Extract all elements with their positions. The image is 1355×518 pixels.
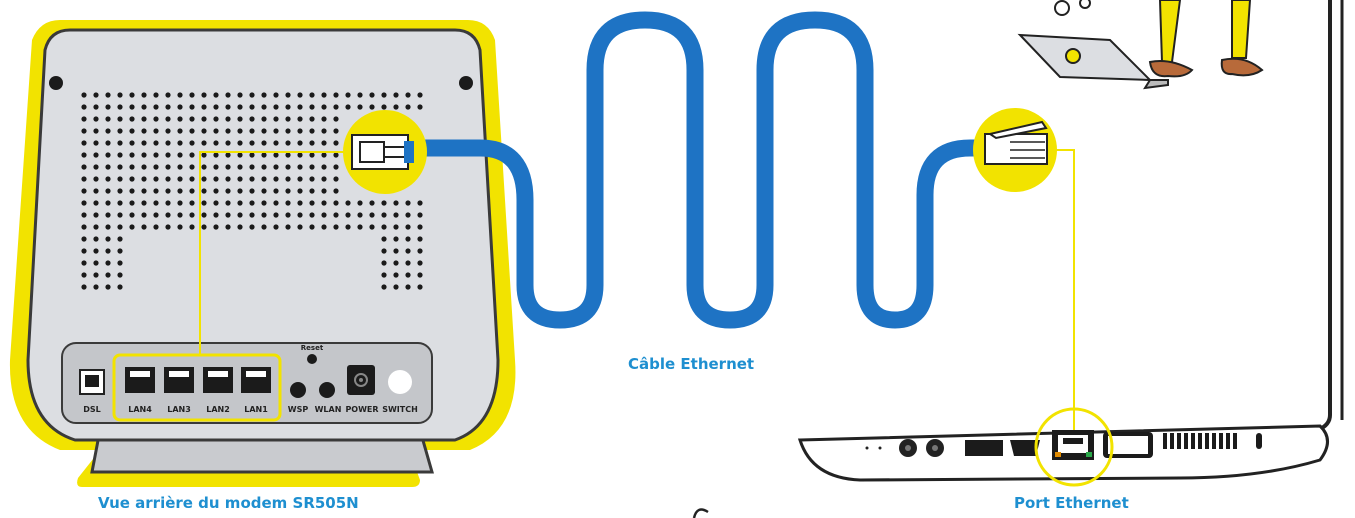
lan-highlight-box (112, 353, 282, 422)
label-wlan: WLAN (315, 405, 342, 414)
label-power: POWER (345, 405, 378, 414)
screw-hole-left (49, 76, 63, 90)
rj45-plug-icon (343, 110, 427, 194)
label-reset: Reset (301, 344, 324, 352)
lan2-port[interactable] (203, 367, 233, 393)
person-legs-icon (1017, 0, 1264, 90)
leader-line-laptop (1055, 149, 1075, 430)
label-lan1: LAN1 (244, 405, 268, 414)
rj45-plug-laptop-icon (973, 108, 1057, 192)
label-lan4: LAN4 (128, 405, 152, 414)
ethernet-cable (420, 11, 990, 329)
wlan-button[interactable] (319, 382, 335, 398)
lan1-port[interactable] (241, 367, 271, 393)
lan3-port[interactable] (164, 367, 194, 393)
dsl-port[interactable] (79, 369, 105, 395)
power-switch[interactable] (388, 370, 412, 394)
label-lan3: LAN3 (167, 405, 191, 414)
ethernet-port-icon[interactable] (1034, 407, 1114, 487)
caption-ethernet-port: Port Ethernet (1014, 494, 1129, 512)
label-switch: SWITCH (382, 405, 418, 414)
vent-grille (81, 92, 423, 290)
decorative-squiggle (692, 508, 709, 518)
label-dsl: DSL (83, 405, 101, 414)
caption-ethernet-cable: Câble Ethernet (628, 355, 755, 373)
modem-rear-view: DSL LAN4 LAN3 LAN2 LAN1 Reset WSP WLAN P… (9, 20, 516, 487)
label-lan2: LAN2 (206, 405, 230, 414)
leader-line-modem (199, 151, 360, 355)
laptop-icon (797, 0, 1344, 482)
reset-button[interactable] (307, 354, 317, 364)
power-socket[interactable] (347, 365, 375, 395)
label-wps: WSP (288, 405, 309, 414)
wps-button[interactable] (290, 382, 306, 398)
caption-modem-rear-view: Vue arrière du modem SR505N (98, 494, 359, 512)
lan4-port[interactable] (125, 367, 155, 393)
screw-hole-right (459, 76, 473, 90)
